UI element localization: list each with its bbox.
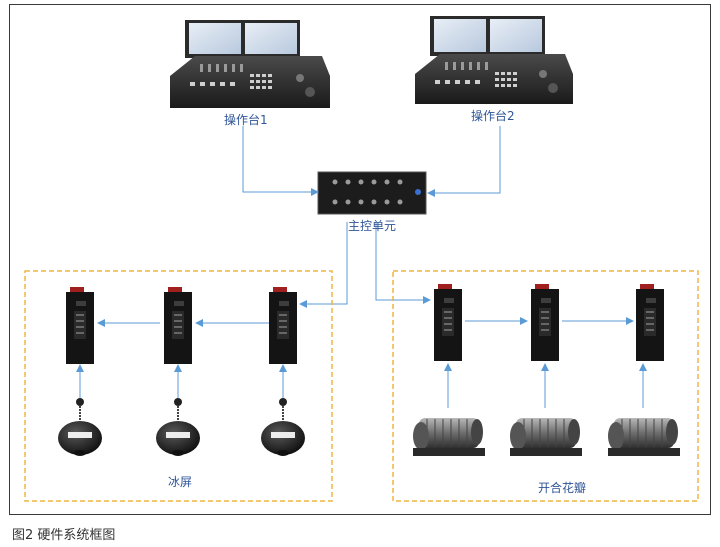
driver-cabinet — [636, 284, 664, 361]
ice-screen-group-box — [24, 270, 333, 502]
diagram-frame — [9, 4, 711, 515]
driver-cabinet — [269, 287, 297, 364]
driver-cabinet — [164, 287, 192, 364]
connection-lines — [76, 126, 647, 408]
chain-hoist — [156, 398, 200, 456]
ice-screen-group-label: 冰屏 — [168, 475, 193, 489]
console-1-label: 操作台1 — [224, 113, 268, 127]
chain-hoist — [261, 398, 305, 456]
winch-drum — [510, 418, 582, 456]
console-2-label: 操作台2 — [471, 109, 515, 123]
driver-cabinet — [434, 284, 462, 361]
driver-cabinet — [66, 287, 94, 364]
winch-drum — [413, 418, 485, 456]
driver-cabinet — [531, 284, 559, 361]
console-1 — [170, 20, 330, 108]
flower-group-box — [392, 270, 699, 502]
console-2 — [415, 16, 573, 104]
master-control-unit — [317, 171, 427, 215]
flower-group-label: 开合花瓣 — [538, 481, 587, 495]
winch-drum — [608, 418, 680, 456]
figure-caption: 图2 硬件系统框图 — [12, 528, 116, 543]
chain-hoist — [58, 398, 102, 456]
master-unit-label: 主控单元 — [348, 219, 397, 233]
